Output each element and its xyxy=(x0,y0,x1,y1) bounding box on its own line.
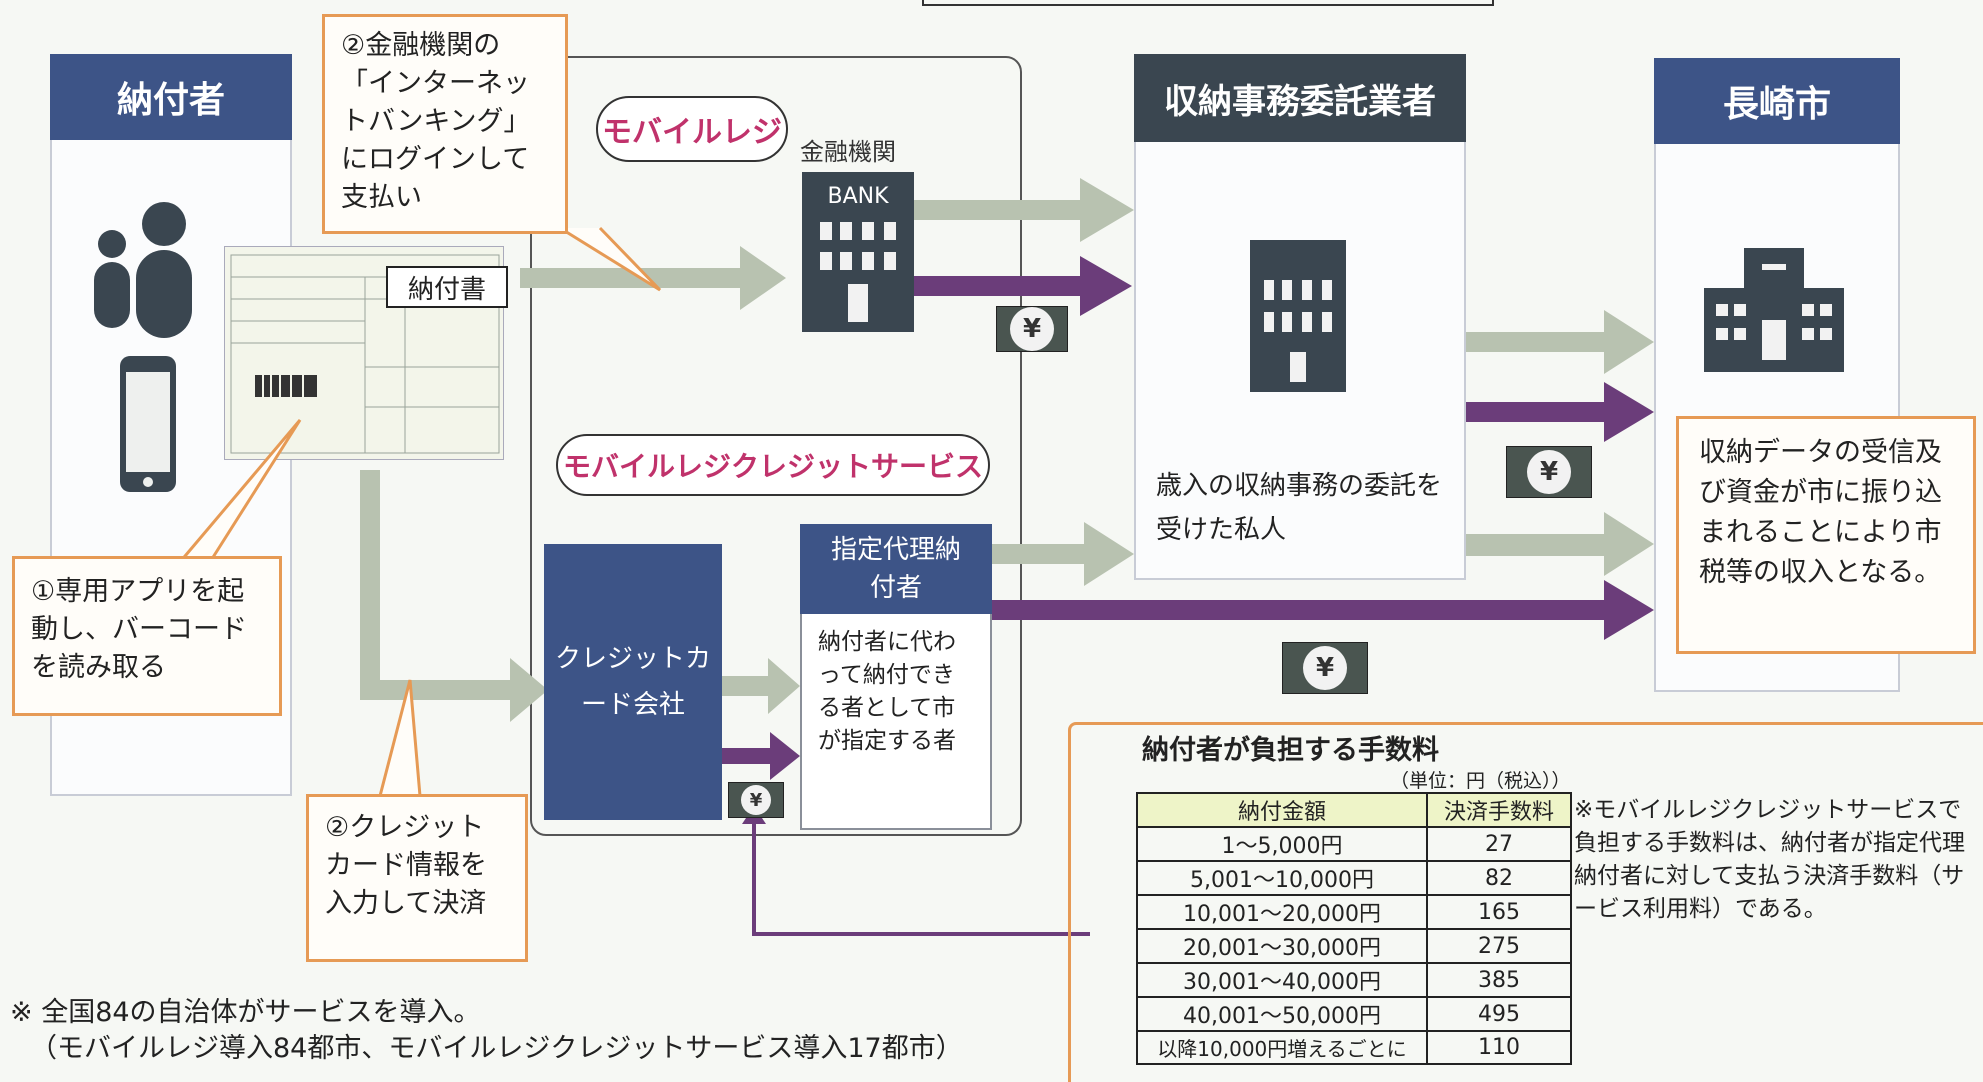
yen-note-credit: ¥ xyxy=(728,782,784,818)
fee-table-header: 納付金額 決済手数料 xyxy=(1136,792,1572,828)
col-fee: 決済手数料 xyxy=(1426,792,1572,828)
footnote-line2: （モバイルレジ導入84都市、モバイルレジクレジットサービス導入17都市） xyxy=(30,1033,963,1064)
city-header: 長崎市 xyxy=(1654,58,1900,144)
callout-step2-bank: ②金融機関の「インターネットバンキング」にログインして支払い xyxy=(322,14,568,234)
arrow-contractor-to-city-2 xyxy=(1466,512,1654,576)
mobile-reg-credit-label: モバイルレジクレジットサービス xyxy=(556,434,990,496)
city-hall-icon xyxy=(1704,248,1844,372)
fee-panel xyxy=(1068,722,1983,1082)
arrow-bank-to-contractor xyxy=(912,178,1134,242)
yen-note-agent: ¥ xyxy=(1282,642,1368,694)
payment-slip-label: 納付書 xyxy=(386,266,508,308)
mobile-reg-label: モバイルレジ xyxy=(596,96,788,162)
money-arrow-credit xyxy=(722,732,800,780)
fee-return-line xyxy=(752,820,1090,936)
callout-step1: ①専用アプリを起動し、バーコードを読み取る xyxy=(12,556,282,716)
payer-header: 納付者 xyxy=(50,54,292,140)
fee-title: 納付者が負担する手数料 xyxy=(1142,735,1439,766)
designated-agent-desc: 納付者に代わって納付できる者として市が指定する者 xyxy=(818,629,956,754)
credit-card-company: クレジットカード会社 xyxy=(544,544,722,820)
fee-unit: （単位：円（税込）） xyxy=(1390,770,1571,792)
top-frame xyxy=(922,0,1494,6)
money-arrow-city xyxy=(1466,382,1654,442)
fee-note: ※モバイルレジクレジットサービスで負担する手数料は、納付者が指定代理納付者に対し… xyxy=(1574,797,1965,922)
arrow-payer-to-bank xyxy=(520,246,786,310)
contractor-desc: 歳入の収納事務の委託を受けた私人 xyxy=(1156,471,1443,545)
callout-city-result: 収納データの受信及び資金が市に振り込まれることにより市税等の収入となる。 xyxy=(1676,416,1976,654)
yen-note-bank: ¥ xyxy=(996,306,1068,352)
designated-agent-title: 指定代理納付者 xyxy=(800,524,992,614)
arrow-payer-to-credit xyxy=(360,470,548,722)
money-arrow-agent-city xyxy=(990,580,1654,640)
people-icon xyxy=(94,202,192,338)
arrow-credit-to-agent xyxy=(722,658,800,714)
yen-note-city: ¥ xyxy=(1506,446,1592,498)
contractor-header: 収納事務委託業者 xyxy=(1134,54,1466,142)
footnote-line1: ※ 全国84の自治体がサービスを導入。 xyxy=(10,997,481,1028)
bank-sign: BANK xyxy=(827,184,889,209)
money-arrow-bank xyxy=(912,256,1132,316)
bank-icon xyxy=(802,172,914,332)
services-frame xyxy=(530,56,1022,836)
bank-label: 金融機関 xyxy=(800,138,896,166)
callout-step2-credit: ②クレジットカード情報を入力して決済 xyxy=(306,794,528,962)
arrow-agent-to-contractor xyxy=(992,522,1134,586)
arrow-contractor-to-city xyxy=(1466,310,1654,374)
contractor-building-icon xyxy=(1250,240,1346,392)
smartphone-icon xyxy=(120,356,176,492)
slip-lines xyxy=(230,254,500,454)
col-amount: 納付金額 xyxy=(1136,792,1428,828)
